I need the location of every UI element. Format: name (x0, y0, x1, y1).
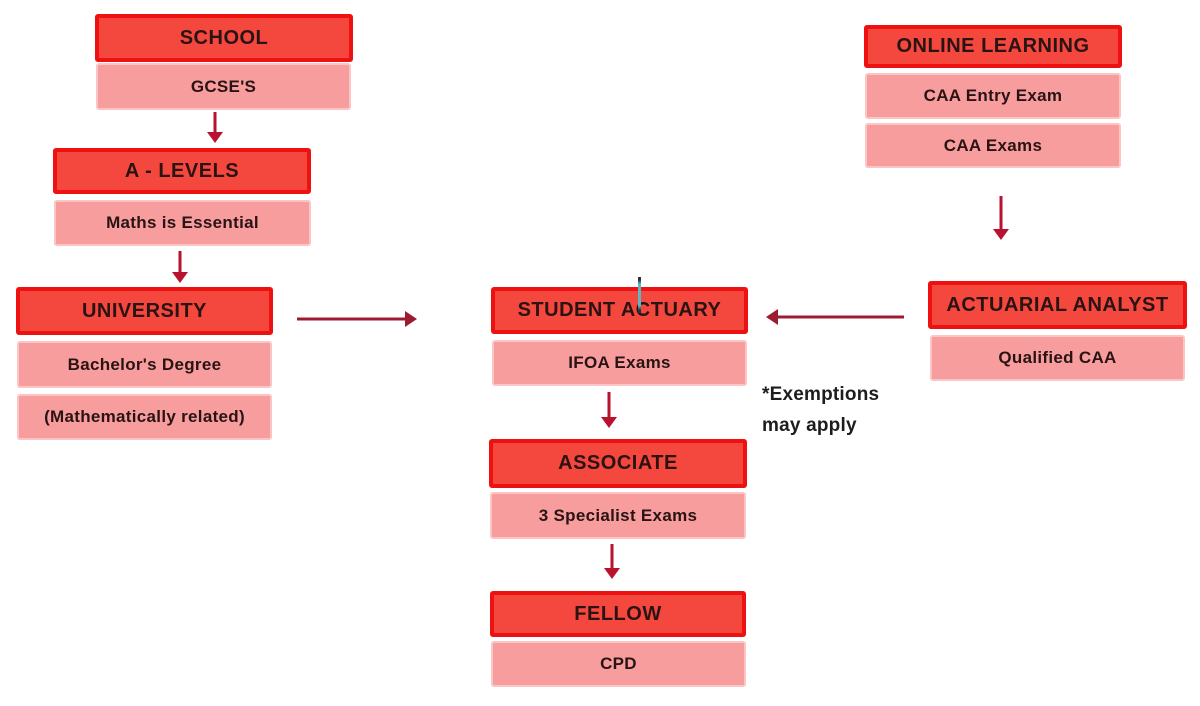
node-school-title: SCHOOL (95, 14, 353, 62)
node-university-sub-math-related: (Mathematically related) (17, 394, 272, 440)
node-associate-sub-exams: 3 Specialist Exams (490, 492, 746, 539)
exemptions-note: *Exemptions may apply (762, 379, 932, 441)
node-fellow-sub-cpd: CPD (491, 641, 746, 687)
node-actuarial-analyst-title: ACTUARIAL ANALYST (928, 281, 1187, 329)
arrow-associate-to-fellow-icon (603, 544, 621, 579)
node-online-learning-sub-caa-exams: CAA Exams (865, 123, 1121, 168)
text-cursor-artifact (638, 277, 641, 313)
exemptions-note-line1: *Exemptions (762, 384, 880, 405)
node-alevels-sub-maths: Maths is Essential (54, 200, 311, 246)
arrow-university-to-student-actuary-icon (297, 310, 417, 328)
arrow-school-to-alevels-icon (206, 112, 224, 143)
node-online-learning-sub-entry-exam: CAA Entry Exam (865, 73, 1121, 119)
arrow-caa-exams-to-analyst-icon (992, 196, 1010, 240)
node-associate-title: ASSOCIATE (489, 439, 747, 488)
node-student-actuary-sub-ifoa: IFOA Exams (492, 340, 747, 386)
node-online-learning-title: ONLINE LEARNING (864, 25, 1122, 68)
node-student-actuary-title: STUDENT ACTUARY (491, 287, 748, 334)
node-actuarial-analyst-sub-qualified-caa: Qualified CAA (930, 335, 1185, 381)
arrow-analyst-to-student-actuary-icon (766, 308, 904, 326)
node-university-sub-degree: Bachelor's Degree (17, 341, 272, 388)
exemptions-note-line2: may apply (762, 415, 857, 436)
node-school-sub-gcses: GCSE'S (96, 63, 351, 110)
node-fellow-title: FELLOW (490, 591, 746, 637)
node-university-title: UNIVERSITY (16, 287, 273, 335)
arrow-student-actuary-to-associate-icon (600, 392, 618, 428)
arrow-alevels-to-university-icon (171, 251, 189, 283)
node-alevels-title: A - LEVELS (53, 148, 311, 194)
